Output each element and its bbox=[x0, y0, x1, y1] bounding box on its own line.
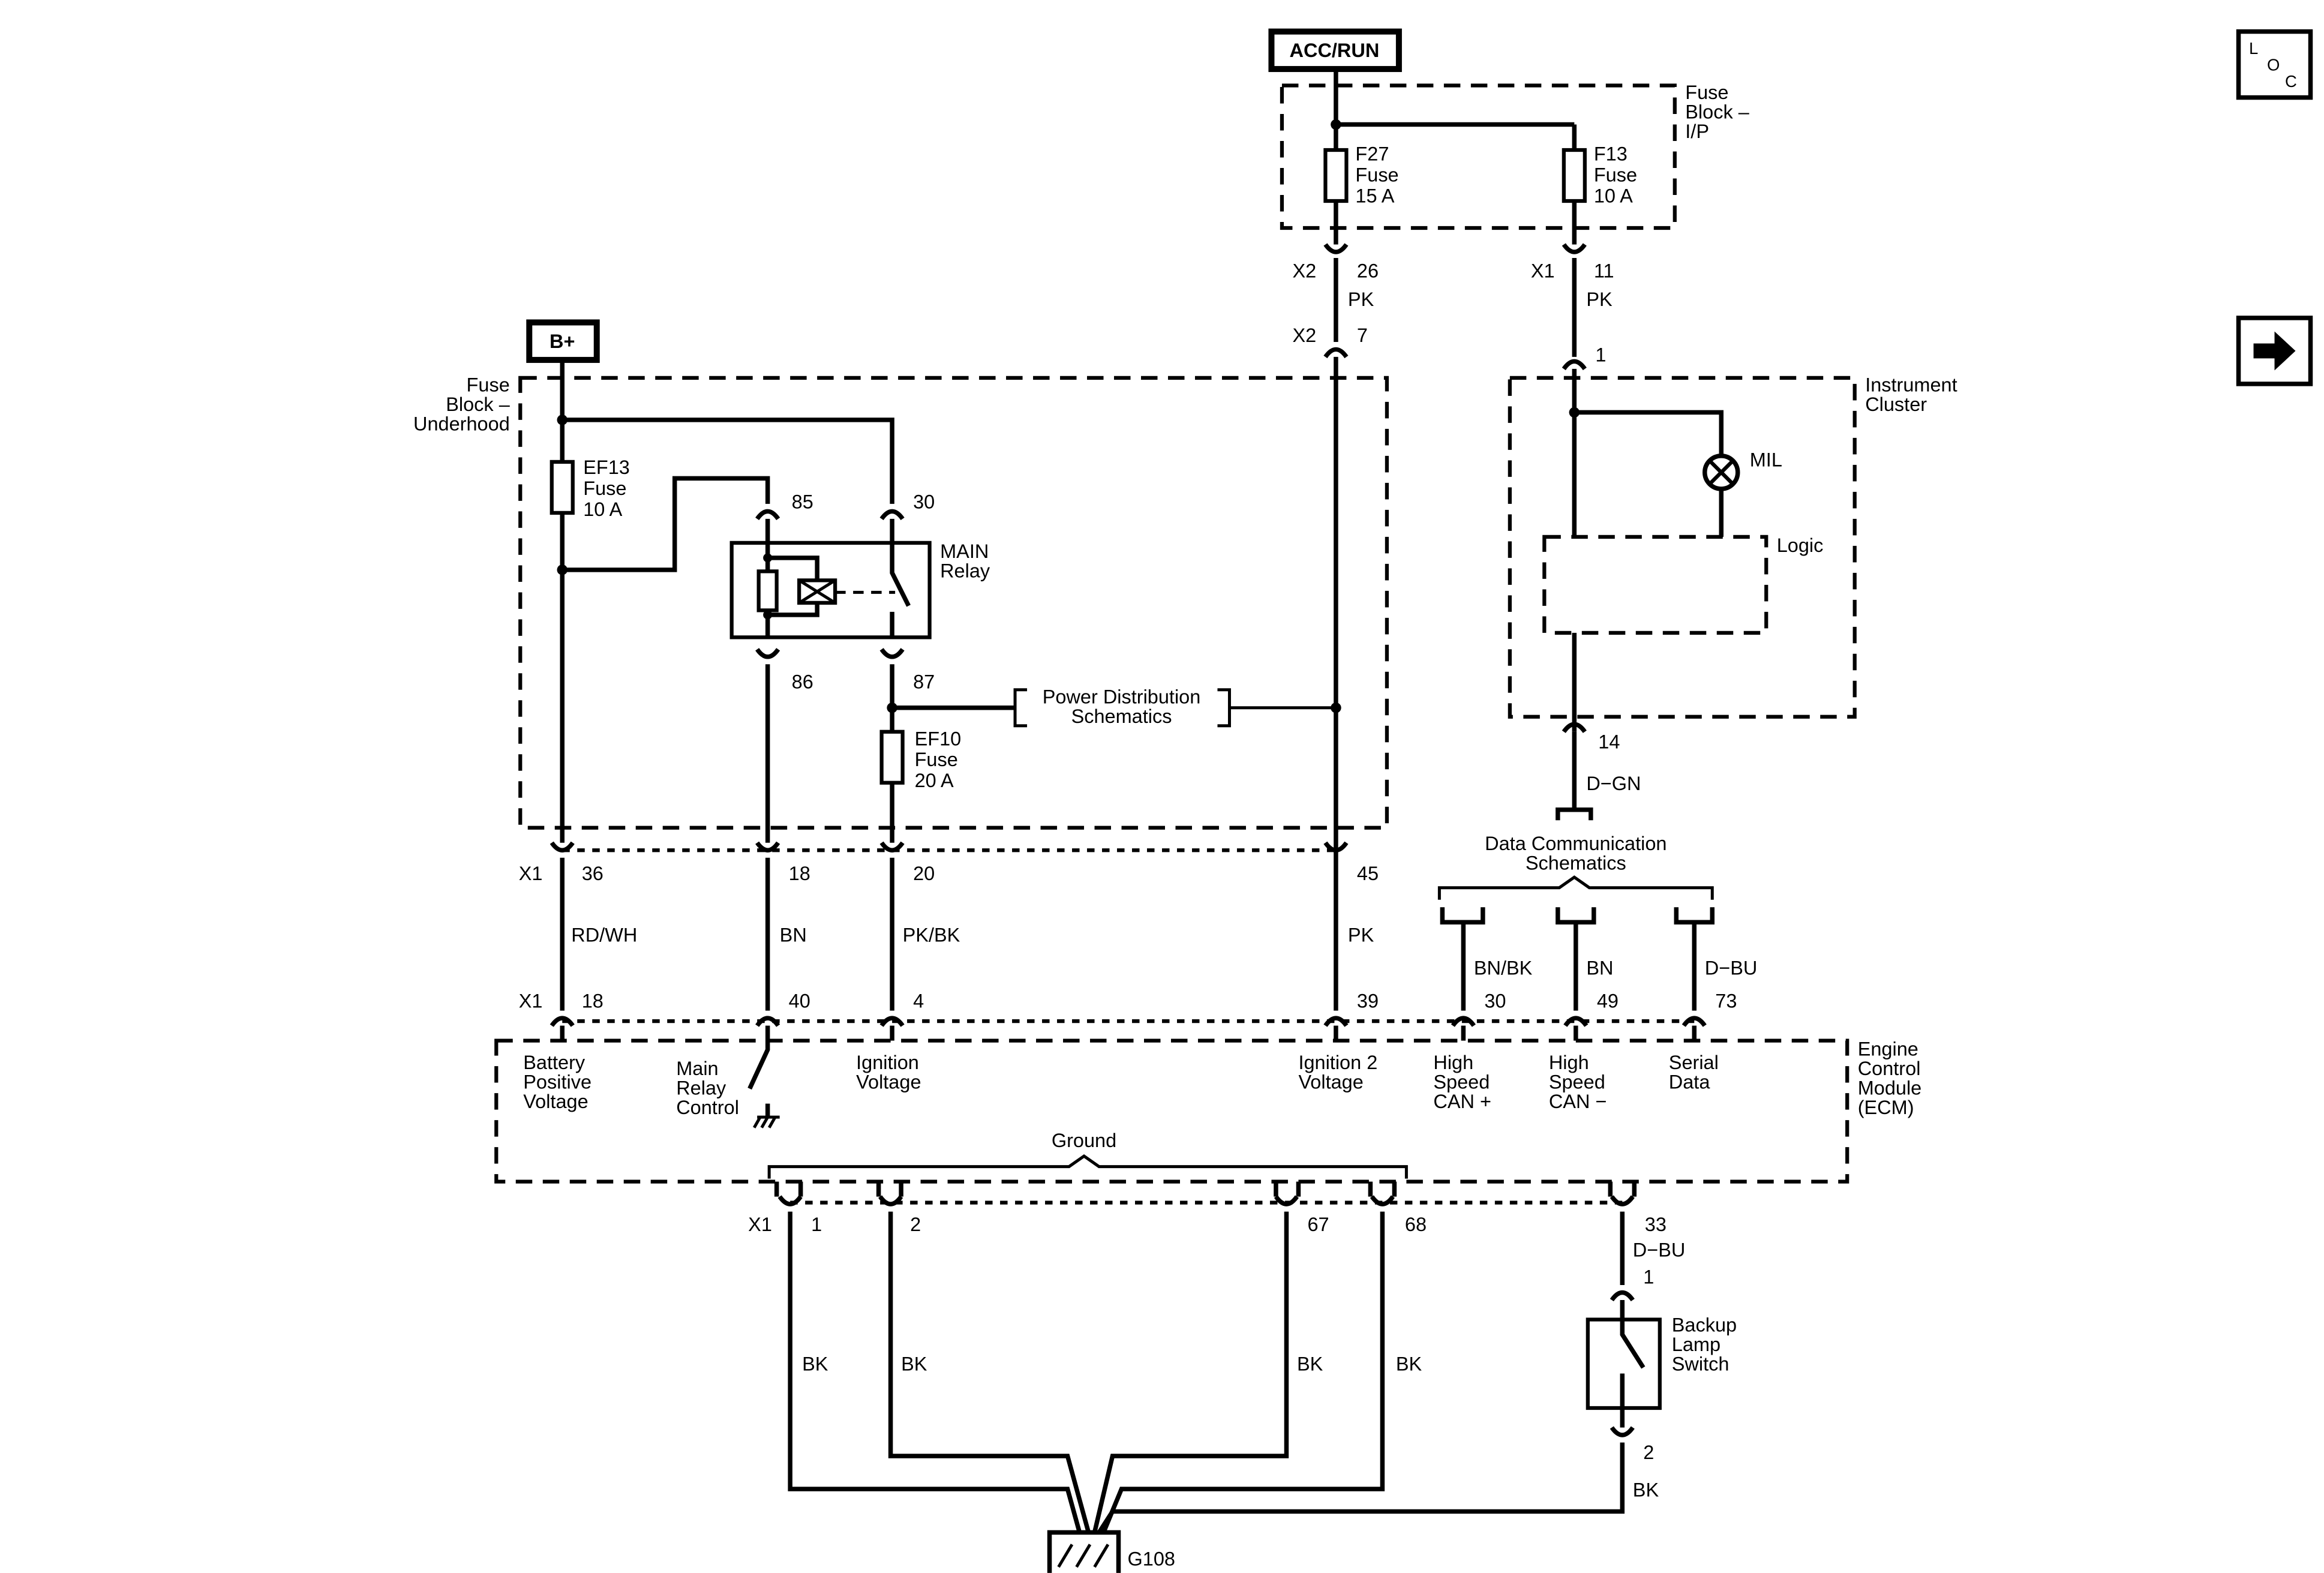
next-page-button[interactable] bbox=[2236, 316, 2313, 386]
serial-wire-color: D−BU bbox=[1705, 957, 1758, 979]
locator-button[interactable]: L O C bbox=[2236, 29, 2313, 100]
can-minus-wire-color: BN bbox=[1586, 957, 1613, 979]
fuse-block-underhood-box bbox=[518, 376, 1389, 830]
x1-label-ecm: X1 bbox=[519, 990, 543, 1012]
ground-pin-1: 1 bbox=[811, 1214, 822, 1235]
relay-pin-87: 87 bbox=[913, 671, 935, 692]
svg-text:C: C bbox=[2285, 72, 2297, 91]
pin33-wire-color: D−BU bbox=[1633, 1239, 1686, 1261]
svg-text:O: O bbox=[2267, 56, 2280, 74]
x1-label-ip: X1 bbox=[1531, 260, 1555, 281]
ecm-pin-4: 4 bbox=[913, 990, 924, 1012]
ecm-pin-18: 18 bbox=[582, 990, 603, 1012]
relay-coil bbox=[797, 578, 837, 605]
uh-pin-36: 36 bbox=[582, 863, 603, 884]
right-arrow-icon bbox=[2253, 331, 2296, 371]
backup-switch-out-color: BK bbox=[1633, 1479, 1659, 1500]
ground-wire-color-68: BK bbox=[1396, 1353, 1422, 1374]
x2-label-top: X2 bbox=[1292, 260, 1316, 281]
ground-label: Ground bbox=[1052, 1130, 1116, 1151]
wire-color-rdwh: RD/WH bbox=[571, 924, 637, 946]
f27-out-color: PK bbox=[1348, 289, 1374, 310]
uh-pin-20: 20 bbox=[913, 863, 935, 884]
svg-text:L: L bbox=[2249, 39, 2258, 58]
can-plus-wire-color: BN/BK bbox=[1474, 957, 1533, 979]
fuse-block-ip-box bbox=[1280, 83, 1677, 230]
mil-lamp bbox=[1703, 454, 1740, 491]
cluster-pin-out: 14 bbox=[1598, 731, 1620, 752]
relay-pin-85: 85 bbox=[792, 491, 813, 512]
x2-label-mid: X2 bbox=[1292, 325, 1316, 346]
relay-pin-30: 30 bbox=[913, 491, 935, 512]
f13-fuse bbox=[1562, 148, 1587, 203]
ecm-pin-49: 49 bbox=[1597, 990, 1619, 1012]
f13-out-color: PK bbox=[1586, 289, 1613, 310]
ef13-fuse bbox=[550, 460, 575, 515]
ground-pin-2: 2 bbox=[910, 1214, 921, 1235]
f27-out-pin: 26 bbox=[1357, 260, 1379, 281]
wire-color-bn: BN bbox=[780, 924, 807, 946]
ecm-pin-30: 30 bbox=[1484, 990, 1506, 1012]
mil-label: MIL bbox=[1750, 449, 1782, 470]
f27-fuse bbox=[1323, 148, 1349, 203]
ecm-pin-40: 40 bbox=[789, 990, 810, 1012]
cluster-pin-in: 1 bbox=[1595, 344, 1606, 365]
f13-out-pin: 11 bbox=[1594, 260, 1614, 281]
ground-wire-color-1: BK bbox=[802, 1353, 828, 1374]
ecm-pin-33: 33 bbox=[1645, 1214, 1667, 1235]
ground-pin-68: 68 bbox=[1405, 1214, 1427, 1235]
b-plus-label: B+ bbox=[550, 331, 575, 352]
uh-pin-18: 18 bbox=[789, 863, 810, 884]
x1-label-ground: X1 bbox=[748, 1214, 772, 1235]
uh-pin-45: 45 bbox=[1357, 863, 1379, 884]
ef10-fuse bbox=[879, 730, 905, 785]
backup-switch-pin-1: 1 bbox=[1643, 1266, 1654, 1288]
backup-switch-pin-2: 2 bbox=[1643, 1442, 1654, 1463]
x2-in-pin: 7 bbox=[1357, 325, 1368, 346]
ecm-box bbox=[494, 1038, 1849, 1184]
ecm-pin-73: 73 bbox=[1715, 990, 1737, 1012]
wire-color-pkbk: PK/BK bbox=[903, 924, 960, 946]
x1-label-underhood: X1 bbox=[519, 863, 543, 884]
ground-pin-67: 67 bbox=[1307, 1214, 1329, 1235]
ground-g108-label: G108 bbox=[1128, 1548, 1175, 1569]
ground-wire-color-2: BK bbox=[901, 1353, 927, 1374]
acc-run-source-box bbox=[1268, 28, 1402, 73]
logic-box bbox=[1542, 535, 1768, 635]
acc-run-label: ACC/RUN bbox=[1290, 40, 1380, 61]
ground-g108-icon bbox=[1047, 1530, 1121, 1573]
relay-pin-86: 86 bbox=[792, 671, 813, 692]
instrument-cluster-box bbox=[1508, 376, 1857, 719]
locator-icon: L O C bbox=[2249, 39, 2297, 91]
main-relay-ground-icon bbox=[753, 1115, 780, 1128]
ground-wire-color-67: BK bbox=[1297, 1353, 1323, 1374]
relay-coil-resistor bbox=[756, 569, 779, 613]
cluster-out-color: D−GN bbox=[1586, 773, 1641, 794]
wire-color-pk: PK bbox=[1348, 924, 1374, 946]
ecm-pin-39: 39 bbox=[1357, 990, 1379, 1012]
logic-label: Logic bbox=[1777, 535, 1824, 556]
